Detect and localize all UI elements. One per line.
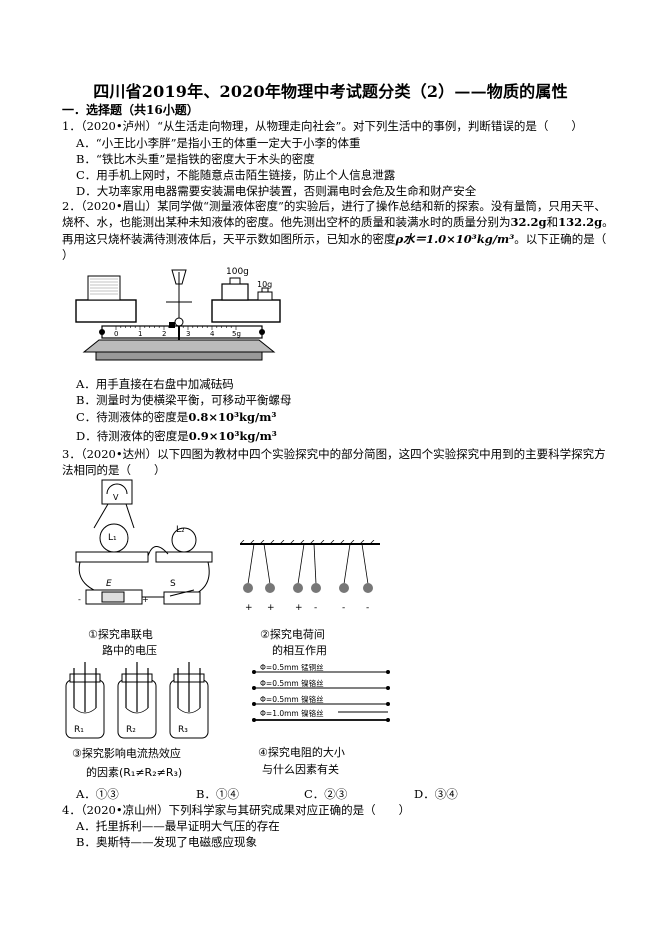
q2-option-d: D．待测液体的密度是0.9×10³kg/m³ (76, 428, 277, 444)
q2-d-value: 0.9×10³kg/m³ (188, 429, 277, 443)
caption-fig4-line2: 与什么因素有关 (262, 763, 339, 776)
q2-and: 和 (546, 215, 559, 229)
right-pan (211, 299, 281, 323)
q3-option-b: B．①④ (196, 787, 239, 801)
svg-text:0: 0 (114, 330, 118, 338)
q3-option-c: C．②③ (304, 787, 348, 801)
svg-text:R₃: R₃ (178, 725, 188, 735)
q2-text3: 再用这只烧杯装满待测液体后，天平示数如图所示，已知水的密度 (62, 232, 396, 246)
svg-text:1: 1 (138, 330, 142, 338)
q2-option-c: C．待测液体的密度是0.8×10³kg/m³ (76, 409, 276, 425)
q4-stem: 4．（2020•凉山州）下列科学家与其研究成果对应正确的是（ ） (62, 803, 411, 817)
svg-text:R₁: R₁ (74, 725, 84, 735)
svg-text:-: - (366, 603, 369, 613)
caption-fig4-line1: ④探究电阻的大小 (258, 746, 345, 759)
q2-c-value: 0.8×10³kg/m³ (188, 410, 277, 424)
q2-stem-line4: ） (62, 248, 74, 262)
caption-fig3-line1: ③探究影响电流热效应 (72, 747, 181, 760)
q1-stem: 1．（2020•泸州）“从生活走向物理，从物理走向社会”。对下列生活中的事例，判… (62, 119, 583, 133)
q2-option-b: B．测量时为使横梁平衡，可移动平衡螺母 (76, 393, 292, 407)
q2-stem-line1: 2．（2020•眉山）某同学做“测量液体密度”的实验后，进行了操作总结和新的探索… (62, 199, 606, 213)
document-title: 四川省2019年、2020年物理中考试题分类（2）——物质的属性 (93, 82, 568, 101)
svg-text:+: + (295, 603, 303, 613)
label-100g: 100g (226, 267, 249, 277)
q2-water-density: ρ水＝1.0×10³kg/m³ (395, 232, 515, 246)
svg-text:4: 4 (210, 330, 215, 338)
svg-text:+: + (267, 603, 275, 613)
weight-10g (257, 291, 273, 301)
svg-text:2: 2 (162, 330, 166, 338)
q2-text: 烧杯、水，也能测出某种未知液体的密度。他先测出空杯的质量和装满水时的质量分别为 (62, 215, 511, 229)
caption-fig1-line1: ①探究串联电 (88, 628, 153, 641)
balance-figure: 100g 10g 0 1 2 3 4 5g (75, 267, 281, 361)
svg-text:Φ=0.5mm 镍铬丝: Φ=0.5mm 镍铬丝 (260, 694, 324, 704)
section-heading: 一．选择题（共16小题） (62, 103, 199, 117)
ball (293, 583, 303, 593)
q2-stem-line3: 再用这只烧杯装满待测液体后，天平示数如图所示，已知水的密度ρ水＝1.0×10³k… (62, 231, 606, 247)
rider (169, 322, 175, 328)
q4-option-a: A．托里拆利——最早证明大气压的存在 (76, 819, 280, 833)
svg-text:E: E (106, 579, 112, 589)
circuit-figure: V L₁ L₂ E - + S (75, 479, 213, 605)
label-10g: 10g (257, 280, 272, 289)
q2-option-a: A．用手直接在右盘中加减砝码 (76, 377, 234, 391)
svg-text:3: 3 (186, 330, 190, 338)
balance-base (82, 339, 276, 353)
q1-option-b: B．“铁比木头重”是指铁的密度大于木头的密度 (76, 152, 315, 166)
q2-stem-line2: 烧杯、水，也能测出某种未知液体的密度。他先测出空杯的质量和装满水时的质量分别为3… (62, 214, 614, 230)
caption-fig3-line2: 的因素(R₁≠R₂≠R₃) (86, 766, 183, 779)
q4-option-b: B．奥斯特——发现了电磁感应现象 (76, 835, 257, 849)
svg-text:-: - (78, 595, 81, 604)
svg-text:-: - (314, 603, 317, 613)
q1-option-a: A．“小王比小李胖”是指小王的体重一定大于小李的体重 (76, 136, 361, 150)
q2-mass-empty: 32.2g (510, 215, 547, 229)
caption-fig2-line1: ②探究电荷间 (260, 628, 325, 641)
svg-text:+: + (245, 603, 253, 613)
left-pan (75, 299, 137, 323)
svg-text:R₂: R₂ (126, 725, 136, 735)
q2-period: 。 (602, 215, 614, 229)
svg-text:Φ=0.5mm 锰铜丝: Φ=0.5mm 锰铜丝 (260, 664, 324, 672)
q2-mass-water: 132.2g (558, 215, 603, 229)
q3-option-a: A．①③ (76, 787, 119, 801)
svg-text:5g: 5g (232, 330, 241, 338)
q3-option-d: D．③④ (414, 787, 458, 801)
svg-text:Φ=1.0mm 镍铬丝: Φ=1.0mm 镍铬丝 (260, 708, 324, 718)
svg-text:S: S (170, 579, 176, 589)
svg-text:Φ=0.5mm 镍铬丝: Φ=0.5mm 镍铬丝 (260, 678, 324, 688)
svg-text:L₂: L₂ (176, 525, 185, 535)
weight-100g (221, 283, 249, 301)
heating-jars-figure: R₁ R₂ R₃ (65, 662, 209, 739)
ball (243, 583, 253, 593)
svg-text:-: - (342, 603, 345, 613)
ball (265, 583, 275, 593)
svg-text:V: V (113, 493, 119, 502)
q2-c-text: C．待测液体的密度是 (76, 410, 189, 424)
caption-fig1-line2: 路中的电压 (102, 644, 157, 657)
q1-option-d: D．大功率家用电器需要安装漏电保护装置，否则漏电时会危及生命和财产安全 (76, 184, 477, 198)
ball (311, 583, 321, 593)
charges-figure: + + + - - - (240, 540, 380, 613)
switch (163, 591, 201, 605)
svg-text:L₁: L₁ (108, 533, 117, 543)
svg-text:+: + (142, 595, 149, 604)
ball (339, 583, 349, 593)
caption-fig2-line2: 的相互作用 (272, 644, 327, 657)
ball (363, 583, 373, 593)
wires-figure: Φ=0.5mm 锰铜丝 Φ=0.5mm 镍铬丝 Φ=0.5mm 镍铬丝 Φ=1.… (252, 664, 390, 722)
q1-option-c: C．用手机上网时，不能随意点击陌生链接，防止个人信息泄露 (76, 168, 396, 182)
q2-d-text: D．待测液体的密度是 (76, 429, 189, 443)
q3-stem-line2: 法相同的是（ ） (62, 463, 166, 477)
q3-stem-line1: 3．（2020•达州）以下四图为教材中四个实验探究中的部分简图，这四个实验探究中… (62, 447, 606, 461)
q2-text3b: 。以下正确的是（ (514, 232, 607, 246)
